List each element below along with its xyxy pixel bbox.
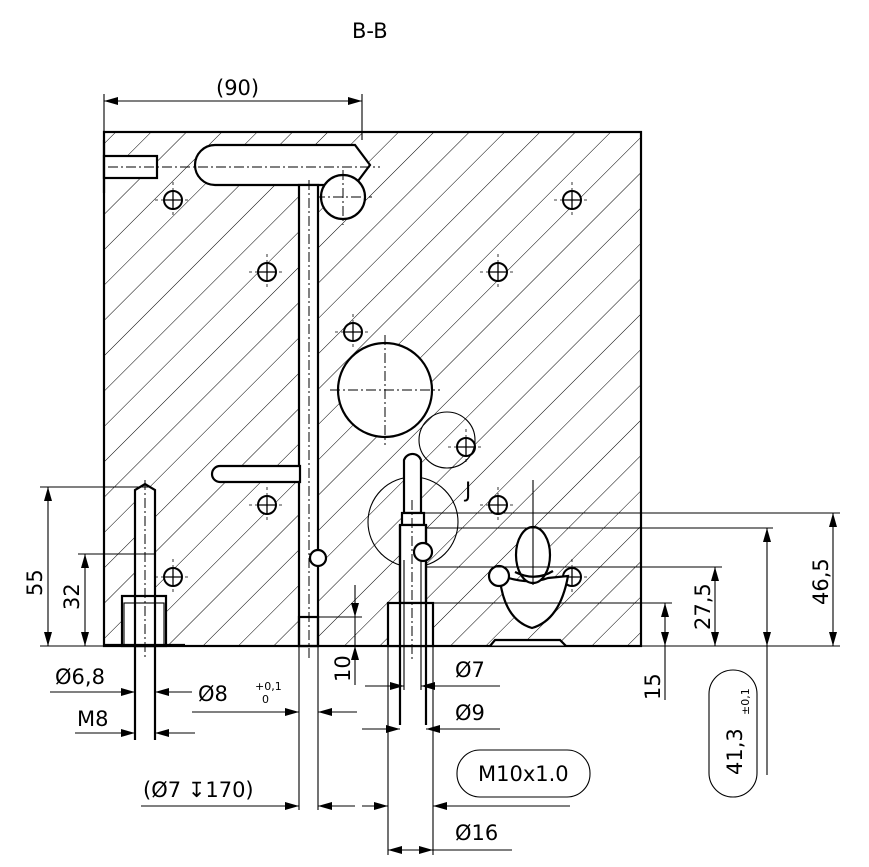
arrowhead-icon	[155, 688, 169, 696]
dim-thread-m8: M8	[77, 707, 108, 731]
hole-symbol-icon	[155, 559, 191, 595]
hole-symbol-icon	[155, 182, 191, 218]
dim-height-55: 55	[23, 569, 47, 596]
arrowhead-icon	[426, 725, 440, 733]
right-threaded-bore: J	[367, 411, 476, 855]
arrowhead-icon	[285, 708, 299, 716]
left-threaded-bore	[104, 480, 185, 740]
hole-symbol-icon	[335, 314, 371, 350]
hole-symbol-icon	[249, 487, 285, 523]
dim-drill-ref: (Ø7 ↧170)	[143, 778, 254, 802]
dim-depth-10: 10	[331, 655, 355, 682]
arrowhead-icon	[433, 802, 447, 810]
arrowhead-icon	[351, 646, 359, 660]
arrowhead-icon	[419, 846, 433, 854]
arrowhead-icon	[390, 682, 404, 690]
arrowhead-icon	[351, 603, 359, 617]
dim-width-90: (90)	[216, 76, 259, 100]
arrowhead-icon	[155, 729, 169, 737]
arrowhead-icon	[763, 528, 771, 542]
arrowhead-icon	[661, 632, 669, 646]
arrowhead-icon	[829, 632, 837, 646]
arrowhead-icon	[661, 603, 669, 617]
dim-dia-7: Ø7	[455, 658, 485, 682]
arrowhead-icon	[711, 567, 719, 581]
dim-dia-6-8: Ø6,8	[55, 665, 105, 689]
hole-symbol-icon	[554, 182, 590, 218]
hole-symbol-icon	[249, 254, 285, 290]
dim-height-41-3-tol: ±0,1	[739, 688, 752, 715]
arrowhead-icon	[829, 513, 837, 527]
arrowhead-icon	[388, 846, 402, 854]
dim-dia-8-tol-upper: +0,1	[255, 680, 282, 693]
arrowhead-icon	[81, 554, 89, 568]
dim-dia-16: Ø16	[455, 821, 498, 845]
dim-thread-m10: M10x1.0	[478, 762, 569, 786]
dim-dia-9: Ø9	[455, 701, 485, 725]
hole-symbol-icon	[448, 429, 484, 465]
arrowhead-icon	[348, 97, 362, 105]
dim-height-27-5: 27,5	[691, 583, 715, 630]
hole-symbol-icon	[480, 487, 516, 523]
arrowhead-icon	[711, 632, 719, 646]
dim-height-41-3: 41,3	[723, 728, 747, 775]
arrowhead-icon	[121, 688, 135, 696]
arrowhead-icon	[763, 632, 771, 646]
hole-symbol-icon	[480, 254, 516, 290]
arrowhead-icon	[44, 487, 52, 501]
dim-height-15: 15	[641, 673, 665, 700]
arrowhead-icon	[81, 632, 89, 646]
dim-dia-8-tol-lower: 0	[262, 693, 269, 706]
hole-symbols	[155, 182, 590, 595]
dim-height-32: 32	[60, 583, 84, 610]
large-bore-circle	[330, 335, 440, 445]
cross-bore-feature	[487, 480, 570, 647]
arrowhead-icon	[374, 802, 388, 810]
dim-dia-8: Ø8	[198, 682, 228, 706]
arrowhead-icon	[104, 97, 118, 105]
arrowhead-icon	[421, 682, 435, 690]
arrowhead-icon	[318, 708, 332, 716]
arrowhead-icon	[386, 725, 400, 733]
arrowhead-icon	[318, 802, 332, 810]
vertical-long-bore	[210, 180, 328, 810]
detail-label: J	[463, 478, 471, 502]
dimension-arrows	[44, 97, 837, 854]
section-label: B-B	[352, 19, 388, 43]
top-horizontal-bore	[102, 140, 380, 225]
arrowhead-icon	[121, 729, 135, 737]
dim-height-46-5: 46,5	[809, 558, 833, 605]
arrowhead-icon	[285, 802, 299, 810]
arrowhead-icon	[44, 632, 52, 646]
